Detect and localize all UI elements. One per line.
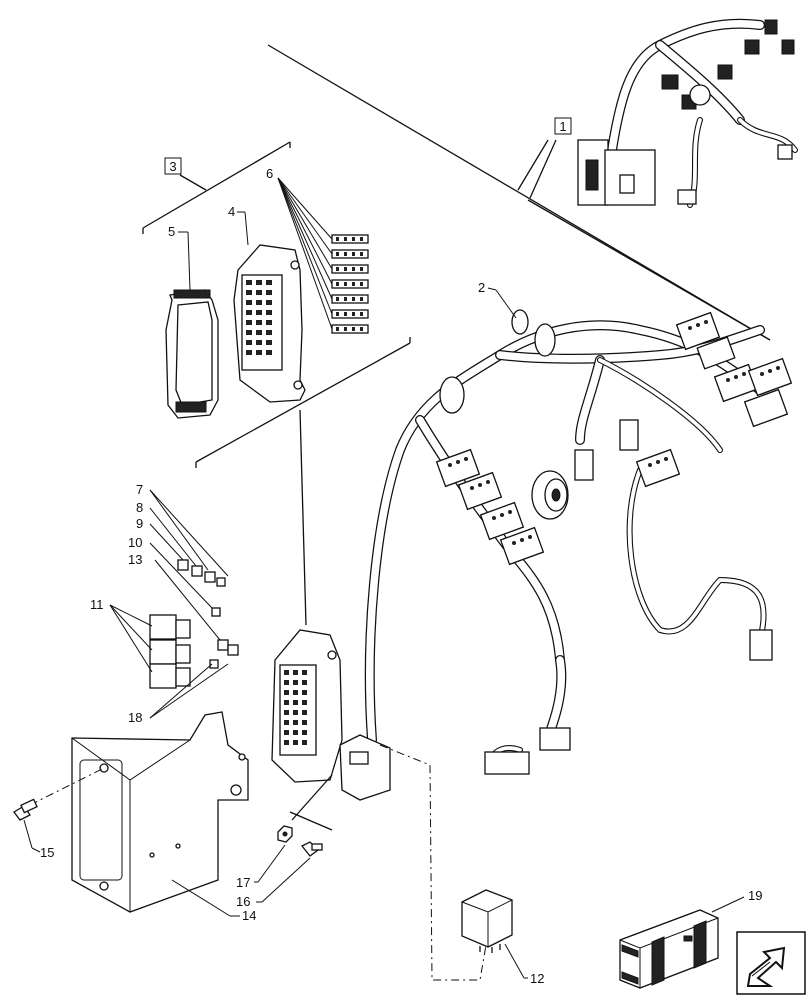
callout-box-3	[164, 157, 182, 175]
connector-housing-4	[233, 244, 306, 403]
group-3-bracket	[142, 141, 411, 468]
relay-blocks-11	[149, 614, 191, 689]
callout-12: 12	[530, 971, 544, 986]
callout-4: 4	[228, 204, 235, 219]
harness-assembly-thumbnail	[267, 18, 798, 341]
callout-19: 19	[748, 888, 762, 903]
callout-16: 16	[236, 894, 250, 909]
nut-17	[277, 825, 293, 843]
callout-10: 10	[128, 535, 142, 550]
relay-12	[461, 889, 513, 953]
callout-7: 7	[136, 482, 143, 497]
callout-3: 3	[169, 159, 176, 174]
callout-9: 9	[136, 516, 143, 531]
mounted-connector-housing	[271, 629, 391, 801]
callout-2: 2	[478, 280, 485, 295]
callout-8: 8	[136, 500, 143, 515]
callout-box-1	[554, 117, 572, 135]
callout-13: 13	[128, 552, 142, 567]
main-wiring-harness-2	[364, 309, 793, 775]
callout-6: 6	[266, 166, 273, 181]
mounting-bracket-14	[71, 711, 249, 913]
callout-17: 17	[236, 875, 250, 890]
callout-14: 14	[242, 908, 256, 923]
callout-1: 1	[559, 119, 566, 134]
connector-cover-5	[165, 289, 219, 419]
small-terminals-group	[177, 559, 239, 669]
parts-kit-crate-19	[619, 909, 719, 989]
return-arrow-icon[interactable]	[736, 931, 806, 995]
callout-18: 18	[128, 710, 142, 725]
screw-16	[300, 841, 323, 857]
callout-11: 11	[90, 597, 104, 612]
callout-5: 5	[168, 224, 175, 239]
terminal-strips-6	[277, 177, 369, 334]
screw-15	[13, 798, 38, 821]
callout-15: 15	[40, 845, 54, 860]
